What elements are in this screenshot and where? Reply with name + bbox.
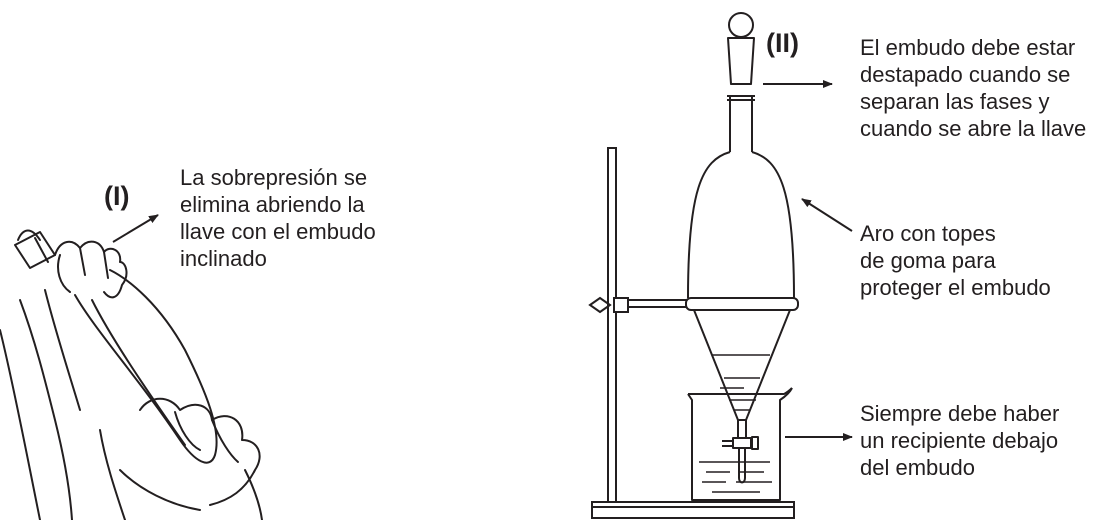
stand-base xyxy=(591,501,795,519)
funnel-stem xyxy=(738,448,746,484)
stand-rod xyxy=(607,147,617,503)
beaker-caption: Siempre debe haber un recipiente debajo … xyxy=(860,401,1060,480)
panel-II-marker: (II) xyxy=(766,28,799,58)
lower-hand xyxy=(139,397,261,506)
funnel-stopper-knob xyxy=(728,12,754,38)
funnel-neck xyxy=(727,95,755,152)
beaker xyxy=(687,387,793,501)
ring-caption: Aro con topes de goma para proteger el e… xyxy=(860,221,1051,300)
funnel-cone xyxy=(693,309,791,421)
ring-arrow xyxy=(801,198,853,232)
hands-holding-funnel-illustration xyxy=(0,229,263,520)
overpressure-caption: La sobrepresión se elimina abriendo la l… xyxy=(180,165,376,271)
right-hand xyxy=(54,240,128,299)
separatory-funnel xyxy=(687,12,795,484)
funnel-bulb xyxy=(687,151,795,299)
stand-clamp xyxy=(588,296,612,314)
tilted-funnel-inner-line xyxy=(91,299,186,446)
panel-I-marker: (I) xyxy=(104,181,130,211)
ring-stand xyxy=(588,147,795,519)
tilted-funnel-body xyxy=(74,269,218,464)
support-ring xyxy=(685,297,799,311)
left-arm xyxy=(19,299,73,520)
funnel-stopper xyxy=(727,37,755,85)
panel-I-pointer-arrow xyxy=(112,214,159,243)
stopper-caption: El embudo debe estar destapado cuando se… xyxy=(860,35,1087,141)
